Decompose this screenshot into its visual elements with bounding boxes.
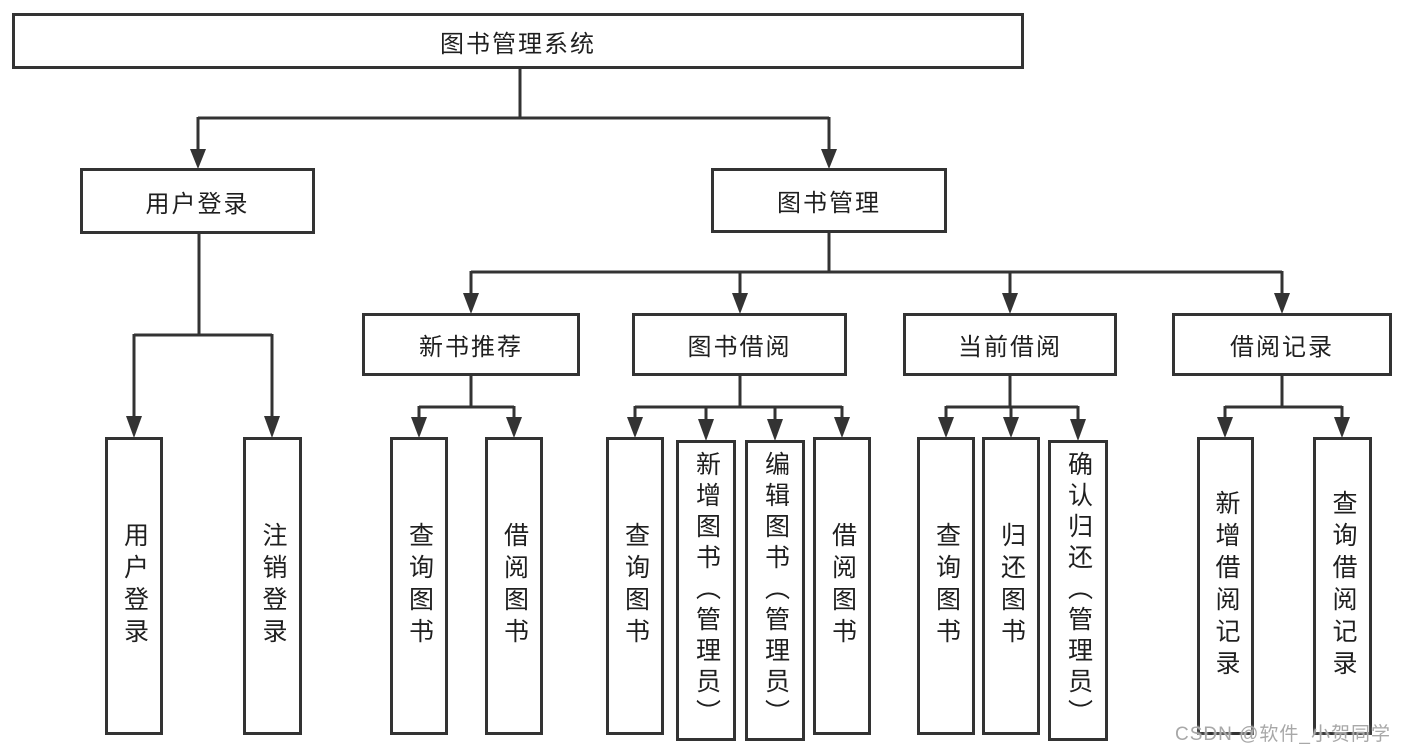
watermark: CSDN @软件_小贺同学: [1175, 724, 1391, 745]
leaf-query-books-current: 查询图书: [917, 437, 975, 735]
leaf-query-books-borrowing: 查询图书: [606, 437, 664, 735]
leaf-borrow-books-recommend: 借阅图书: [485, 437, 543, 735]
leaf-logout: 注销登录: [243, 437, 302, 735]
leaf-query-borrow-record: 查询借阅记录: [1313, 437, 1372, 735]
node-borrowing-records: 借阅记录: [1172, 313, 1392, 376]
node-system-root: 图书管理系统: [12, 13, 1024, 69]
node-new-book-recommend: 新书推荐: [362, 313, 580, 376]
leaf-return-books: 归还图书: [982, 437, 1040, 735]
node-user-login: 用户登录: [80, 168, 315, 234]
leaf-add-borrow-record: 新增借阅记录: [1197, 437, 1254, 735]
node-current-borrowing: 当前借阅: [903, 313, 1117, 376]
leaf-add-book-admin: 新增图书（管理员）: [676, 440, 736, 741]
node-book-management: 图书管理: [711, 168, 947, 233]
leaf-user-login: 用户登录: [105, 437, 163, 735]
leaf-query-books-recommend: 查询图书: [390, 437, 448, 735]
leaf-confirm-return-admin: 确认归还（管理员）: [1048, 440, 1108, 741]
leaf-borrow-books-borrowing: 借阅图书: [813, 437, 871, 735]
node-book-borrowing: 图书借阅: [632, 313, 847, 376]
leaf-edit-book-admin: 编辑图书（管理员）: [745, 440, 805, 741]
